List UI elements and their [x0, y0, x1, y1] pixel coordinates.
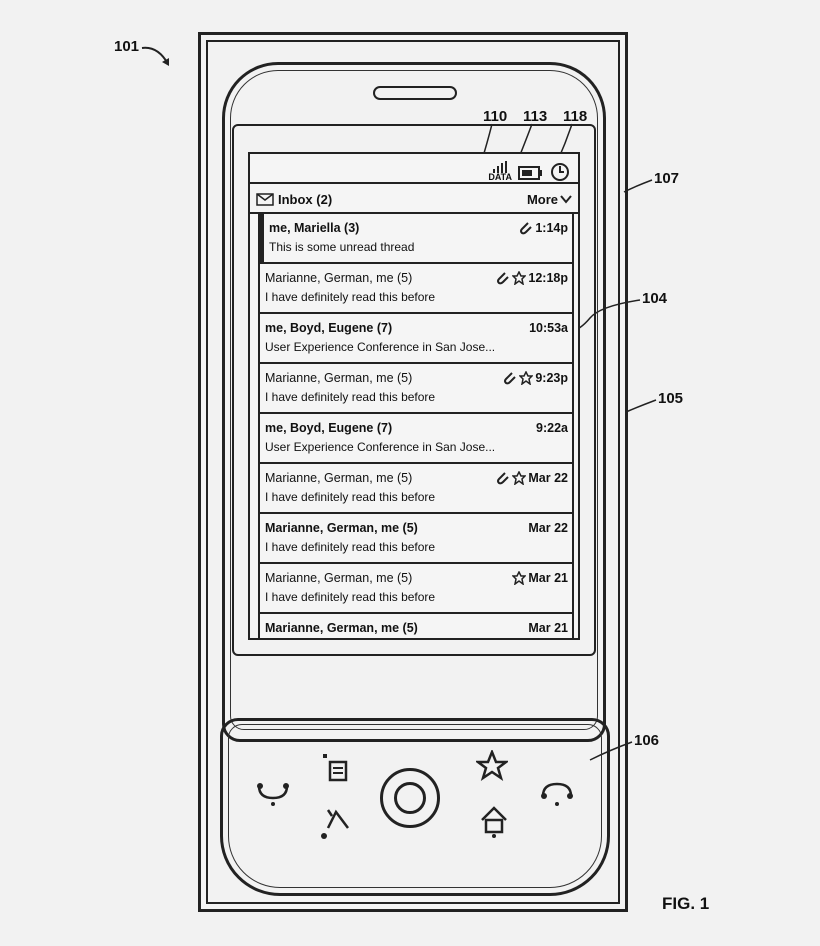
star-icon[interactable]: [512, 471, 527, 485]
thread-sender: me, Mariella (3): [269, 221, 360, 235]
thread-time: 12:18p: [528, 271, 568, 285]
screen: DATA Inbox (2) More me, Mar: [248, 152, 580, 640]
phone-upper-body: [222, 62, 606, 742]
ref-107: 107: [654, 170, 680, 187]
device-inner-frame: [206, 40, 620, 904]
thread-sender: Marianne, German, me (5): [265, 271, 413, 285]
thread-meta: 1:14p: [519, 221, 568, 235]
attachment-icon: [504, 372, 517, 385]
envelope-icon: [256, 192, 274, 206]
thread-row[interactable]: Marianne, German, me (5) Mar 22 I have def…: [260, 464, 572, 514]
back-key[interactable]: [318, 806, 354, 840]
thread-sender: me, Boyd, Eugene (7): [265, 421, 393, 435]
attachment-icon: [497, 472, 510, 485]
thread-meta: 9:23p: [503, 371, 568, 385]
thread-snippet: This is some unread thread: [269, 240, 415, 254]
trackball-center[interactable]: [394, 782, 426, 814]
thread-time: 9:22a: [536, 421, 568, 435]
thread-snippet: I have definitely read this before: [265, 290, 436, 304]
home-key[interactable]: [478, 804, 510, 838]
trackball[interactable]: [380, 768, 440, 828]
thread-time: Mar 21: [528, 621, 568, 635]
thread-time: 9:23p: [535, 371, 568, 385]
thread-snippet: I have definitely read this before: [265, 490, 436, 504]
thread-sender: me, Boyd, Eugene (7): [265, 321, 393, 335]
leader-105: [625, 399, 657, 413]
thread-snippet: I have definitely read this before: [265, 590, 436, 604]
thread-sender: Marianne, German, me (5): [265, 371, 413, 385]
menu-key[interactable]: [320, 752, 350, 784]
thread-sender: Marianne, German, me (5): [265, 571, 413, 585]
thread-snippet: I have definitely read this before: [265, 390, 436, 404]
thread-time: Mar 22: [528, 471, 568, 485]
star-icon[interactable]: [512, 571, 527, 585]
figure-label: FIG. 1: [662, 894, 710, 913]
status-bar: DATA: [250, 154, 578, 184]
call-key[interactable]: [256, 780, 290, 808]
leader-107: [623, 179, 653, 193]
phone-lower-body: [220, 718, 610, 896]
phone-upper-inner: [230, 70, 598, 730]
screen-bezel: [232, 124, 596, 656]
ref-104: 104: [642, 290, 668, 307]
thread-snippet: User Experience Conference in San Jose..…: [265, 440, 496, 454]
thread-time: 1:14p: [535, 221, 568, 235]
thread-sender: Marianne, German, me (5): [265, 471, 413, 485]
ref-113: 113: [523, 108, 548, 125]
thread-row[interactable]: Marianne, German, me (5) Mar 21 I have def…: [260, 564, 572, 614]
inbox-title: Inbox (2): [278, 191, 333, 207]
favorites-key[interactable]: [476, 750, 508, 782]
thread-meta: Mar 22: [528, 521, 568, 535]
thread-meta: 9:22a: [536, 421, 568, 435]
ref-110: 110: [483, 108, 508, 125]
thread-time: Mar 21: [528, 571, 568, 585]
thread-sender: Marianne, German, me (5): [265, 621, 418, 635]
ref-101: 101: [114, 38, 140, 55]
thread-row[interactable]: Marianne, German, me (5) 12:18p I have def…: [260, 264, 572, 314]
thread-meta: Mar 22: [496, 471, 568, 485]
thread-snippet: User Experience Conference in San Jose..…: [265, 340, 496, 354]
thread-row[interactable]: Marianne, German, me (5) Mar 21: [260, 614, 572, 638]
thread-row[interactable]: Marianne, German, me (5) Mar 22 I have def…: [260, 514, 572, 564]
thread-row[interactable]: Marianne, German, me (5) 9:23p I have defi…: [260, 364, 572, 414]
thread-sender: Marianne, German, me (5): [265, 521, 418, 535]
thread-time: Mar 22: [528, 521, 568, 535]
thread-time: 10:53a: [529, 321, 568, 335]
thread-meta: 10:53a: [529, 321, 568, 335]
speaker-grille: [373, 86, 457, 100]
thread-meta: Mar 21: [512, 571, 568, 585]
data-label: DATA: [488, 172, 512, 182]
attachment-icon: [497, 272, 510, 285]
more-menu-button[interactable]: More: [527, 192, 572, 207]
end-call-key[interactable]: [540, 780, 574, 808]
thread-meta: Mar 21: [528, 621, 568, 635]
device-outer-frame: [198, 32, 628, 912]
ref-105: 105: [658, 390, 684, 407]
ref-106: 106: [634, 732, 660, 749]
clock-icon: [551, 163, 569, 181]
star-icon[interactable]: [519, 371, 534, 385]
attachment-icon: [520, 222, 533, 235]
signal-icon: [493, 161, 508, 173]
star-icon[interactable]: [512, 271, 527, 285]
battery-icon: [518, 166, 542, 180]
phone-lower-inner: [228, 724, 602, 888]
thread-meta: 12:18p: [496, 271, 568, 285]
inbox-header: Inbox (2) More: [250, 186, 578, 214]
more-label: More: [526, 191, 558, 207]
ref-101-arrow: [141, 46, 169, 66]
chevron-down-icon: [560, 195, 572, 204]
signal-indicator: DATA: [488, 161, 512, 182]
thread-snippet: I have definitely read this before: [265, 540, 436, 554]
